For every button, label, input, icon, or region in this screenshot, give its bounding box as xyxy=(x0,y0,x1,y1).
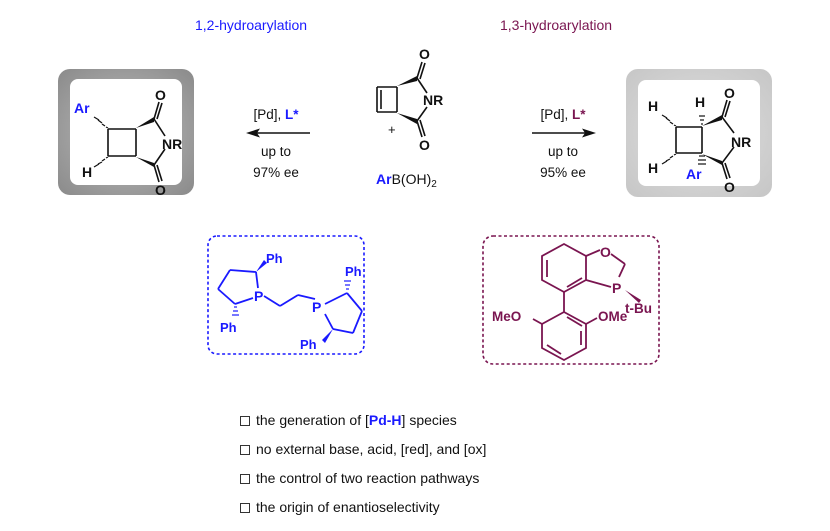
reactant-structure: O NR O + xyxy=(376,46,443,153)
left-ligand-p1: P xyxy=(254,288,263,304)
left-ligand-ph3: Ph xyxy=(345,264,362,279)
right-ligand-o: O xyxy=(600,244,611,260)
title-13-hydroarylation: 1,3-hydroarylation xyxy=(500,17,613,33)
right-conditions-catalyst: [Pd], L* xyxy=(523,104,603,125)
right-ligand-tbu: t-Bu xyxy=(625,301,652,316)
checklist-item: the origin of enantioselectivity xyxy=(240,493,486,522)
reactant-o-top: O xyxy=(419,46,430,62)
right-ligand-ome: OMe xyxy=(598,309,628,324)
left-ligand-label: L* xyxy=(285,107,299,122)
reactant-nr: NR xyxy=(423,92,443,108)
left-ligand-structure: P P Ph Ph Ph Ph xyxy=(207,235,365,355)
left-product-nr: NR xyxy=(162,136,182,152)
checkbox-icon xyxy=(240,415,250,426)
checklist-text: the generation of [Pd-H] species xyxy=(256,412,457,428)
right-catalyst: [Pd], xyxy=(540,107,572,122)
left-catalyst: [Pd], xyxy=(253,107,285,122)
left-ligand-p2: P xyxy=(312,299,321,315)
checkbox-icon xyxy=(240,502,250,513)
left-product-h: H xyxy=(82,164,92,180)
right-conditions-ee: 95% ee xyxy=(540,165,586,180)
left-arrow xyxy=(246,128,310,138)
right-product-structure: H H H Ar NR O O xyxy=(648,85,751,195)
title-12-hydroarylation: 1,2-hydroarylation xyxy=(195,17,308,33)
left-conditions-upto: up to xyxy=(260,144,292,159)
left-conditions-catalyst: [Pd], L* xyxy=(236,104,316,125)
right-ligand-meo: MeO xyxy=(492,309,521,324)
checklist-text: the origin of enantioselectivity xyxy=(256,499,440,515)
left-ligand-ph2: Ph xyxy=(220,320,237,335)
right-ligand-label: L* xyxy=(572,107,586,122)
right-product-o-top: O xyxy=(724,85,735,101)
right-product-o-bottom: O xyxy=(724,179,735,195)
checkbox-icon xyxy=(240,444,250,455)
checklist-text: the control of two reaction pathways xyxy=(256,470,480,486)
left-product-structure: Ar H NR O O xyxy=(74,87,182,198)
right-conditions-upto: up to xyxy=(547,144,579,159)
checklist-item: the generation of [Pd-H] species xyxy=(240,406,486,435)
left-ligand-ph1: Ph xyxy=(266,251,283,266)
left-product-o-top: O xyxy=(155,87,166,103)
left-product-o-bottom: O xyxy=(155,182,166,198)
right-product-h-top: H xyxy=(695,94,705,110)
feature-checklist: the generation of [Pd-H] species no exte… xyxy=(240,406,486,522)
reactant-plus: + xyxy=(388,122,396,137)
left-ligand-ph4: Ph xyxy=(300,337,317,352)
right-product-panel xyxy=(638,80,760,186)
checklist-item: no external base, acid, [red], and [ox] xyxy=(240,435,486,464)
boronic-acid-subscript: 2 xyxy=(431,179,437,190)
boronic-acid-rest: B(OH) xyxy=(391,171,432,187)
left-product-ar: Ar xyxy=(74,100,90,116)
checkbox-icon xyxy=(240,473,250,484)
right-product-nr: NR xyxy=(731,134,751,150)
right-product-ar: Ar xyxy=(686,166,702,182)
left-conditions-ee: 97% ee xyxy=(253,165,299,180)
checklist-text: no external base, acid, [red], and [ox] xyxy=(256,441,487,457)
right-product-h-bottom-left: H xyxy=(648,160,658,176)
boronic-acid: ArB(OH)2 xyxy=(376,171,437,190)
pd-h-highlight: Pd-H xyxy=(368,412,402,428)
right-product-h-top-left: H xyxy=(648,98,658,114)
right-arrow xyxy=(532,128,596,138)
reactant-o-bottom: O xyxy=(419,137,430,153)
right-ligand-structure: O P t-Bu MeO OMe xyxy=(482,235,660,365)
right-ligand-p: P xyxy=(612,280,621,296)
boronic-acid-ar: Ar xyxy=(376,171,392,187)
checklist-item: the control of two reaction pathways xyxy=(240,464,486,493)
